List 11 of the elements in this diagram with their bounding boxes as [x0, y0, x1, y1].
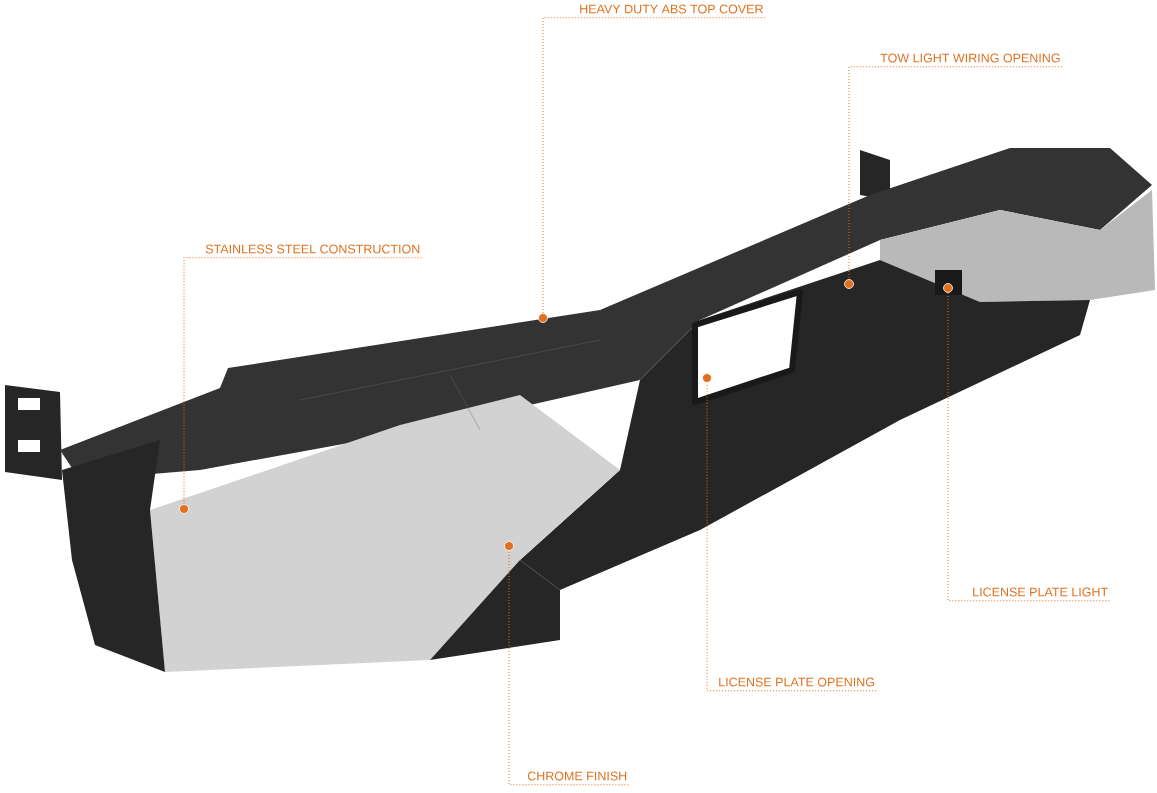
leader-line [542, 17, 766, 314]
leader-line [183, 257, 422, 505]
leader-line [947, 292, 1110, 602]
callout-label: TOW LIGHT WIRING OPENING [880, 53, 1060, 63]
callout-label: CHROME FINISH [527, 771, 627, 781]
callout-label: HEAVY DUTY ABS TOP COVER [580, 4, 763, 14]
callout-label: LICENSE PLATE OPENING [719, 677, 874, 687]
callout-label: STAINLESS STEEL CONSTRUCTION [205, 244, 420, 254]
leader-line [706, 382, 877, 692]
leader-line [508, 550, 629, 786]
callout-label: LICENSE PLATE LIGHT [973, 587, 1108, 597]
